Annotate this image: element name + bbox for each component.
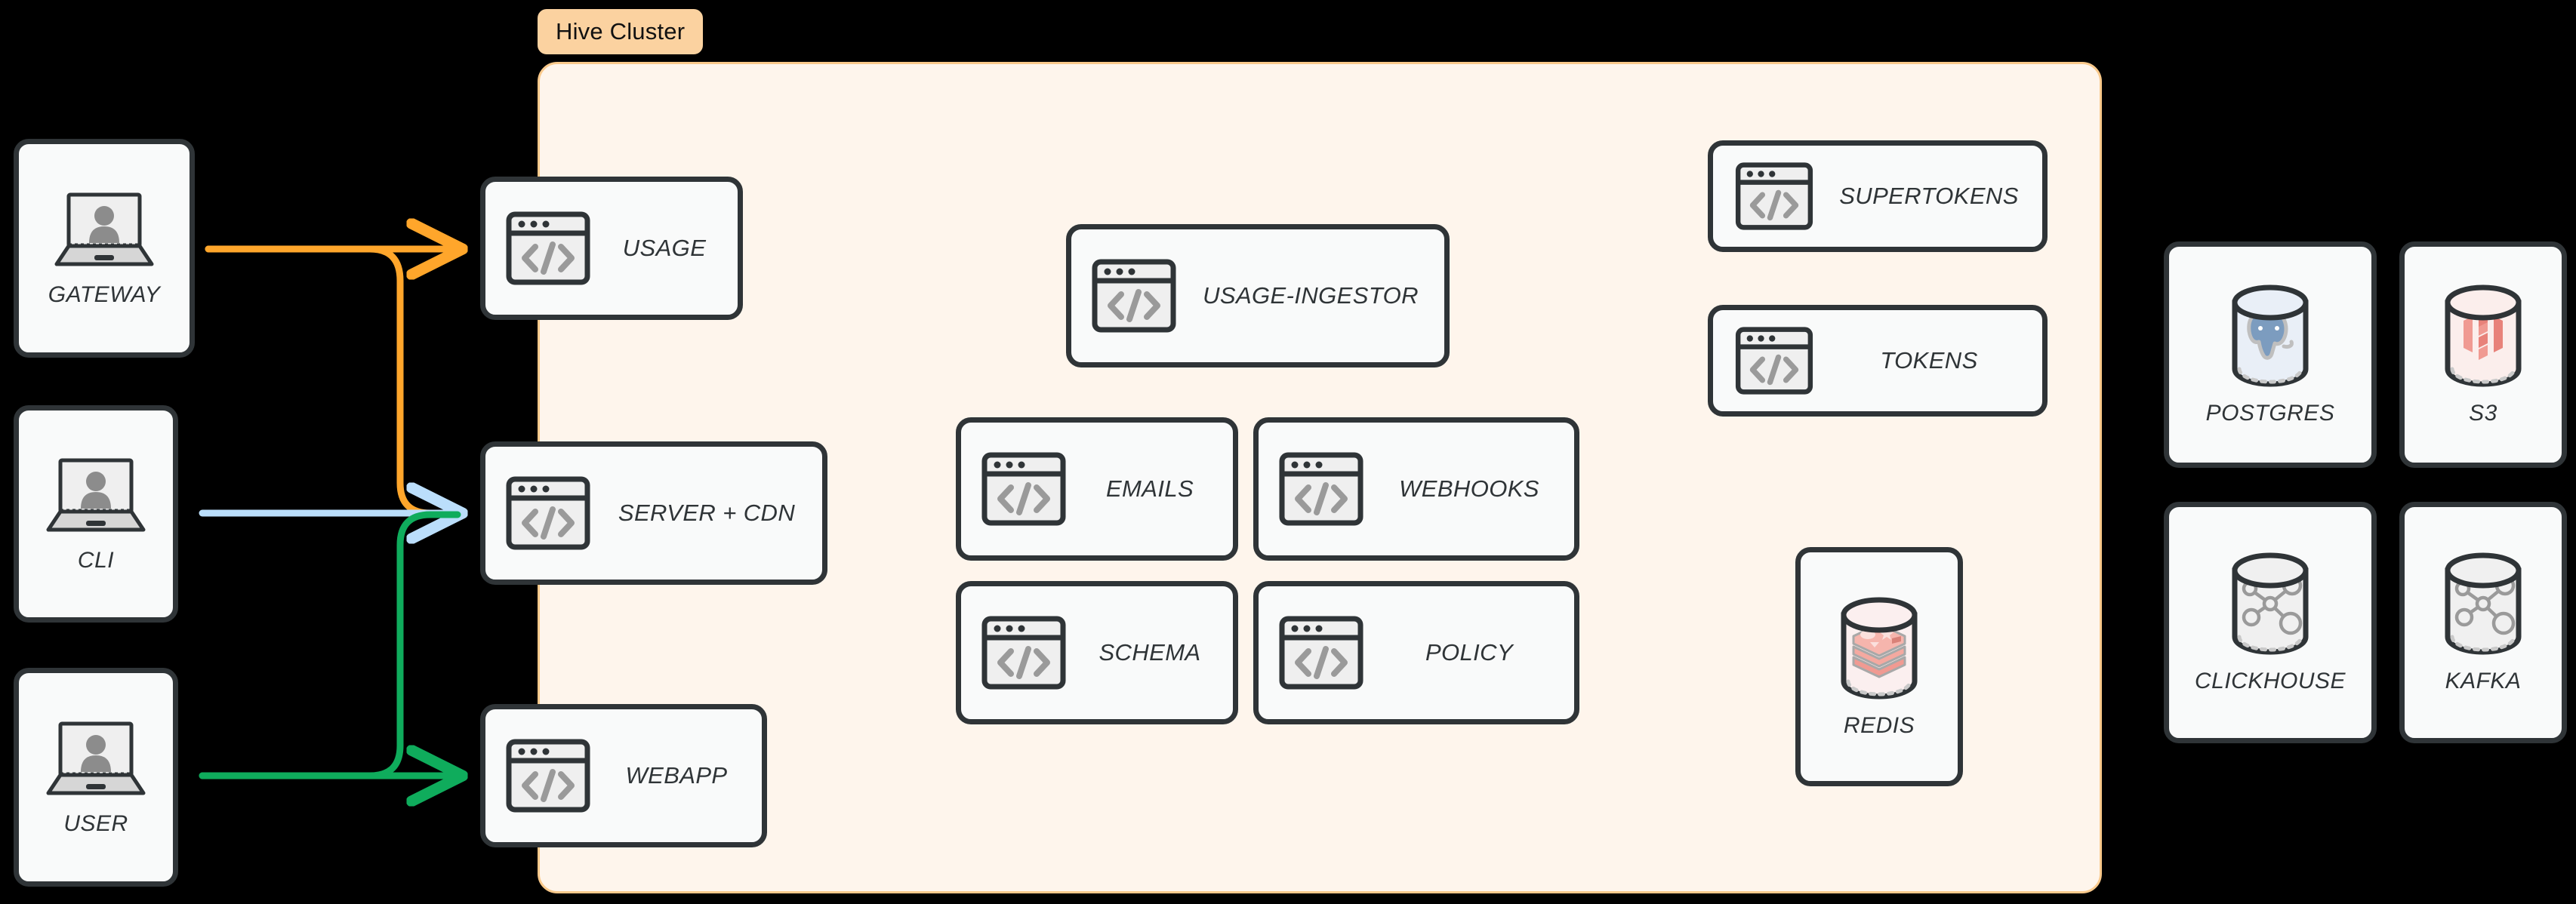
hive-cluster-badge: Hive Cluster <box>538 9 704 54</box>
node-gateway[interactable]: GATEWAY <box>14 139 195 358</box>
code-window-icon <box>505 211 591 286</box>
code-window-icon <box>981 451 1067 527</box>
node-clickhouse[interactable]: CLICKHOUSE <box>2164 502 2377 743</box>
laptop-user-icon <box>39 718 153 801</box>
node-s3[interactable]: S3 <box>2399 241 2567 468</box>
node-supertokens[interactable]: SUPERTOKENS <box>1708 140 2048 252</box>
code-window-icon <box>1733 161 1816 231</box>
node-redis-label: REDIS <box>1843 712 1915 738</box>
postgres-database-icon <box>2221 283 2319 390</box>
connector-user-server-cdn <box>199 511 461 779</box>
laptop-user-icon <box>39 454 153 537</box>
redis-database-icon <box>1830 595 1928 703</box>
node-s3-label: S3 <box>2469 401 2497 426</box>
code-window-icon <box>981 615 1067 690</box>
code-window-icon <box>1733 326 1816 395</box>
graph-database-icon <box>2434 551 2532 658</box>
node-user-label: USER <box>63 811 128 836</box>
node-webapp-label: WEBAPP <box>625 762 728 789</box>
node-schema[interactable]: SCHEMA <box>956 581 1238 724</box>
node-webapp[interactable]: WEBAPP <box>480 704 767 847</box>
node-kafka-label: KAFKA <box>2445 669 2522 693</box>
node-server-cdn-label: SERVER + CDN <box>618 500 796 526</box>
code-window-icon <box>1278 615 1364 690</box>
node-server-cdn[interactable]: SERVER + CDN <box>480 441 827 585</box>
node-webhooks[interactable]: WEBHOOKS <box>1253 417 1579 561</box>
node-usage-label: USAGE <box>622 235 707 261</box>
node-supertokens-label: SUPERTOKENS <box>1839 183 2019 209</box>
node-kafka[interactable]: KAFKA <box>2399 502 2567 743</box>
node-cli-label: CLI <box>77 548 115 573</box>
node-schema-label: SCHEMA <box>1098 639 1201 666</box>
hive-cluster-badge-label: Hive Cluster <box>556 18 686 45</box>
node-redis[interactable]: REDIS <box>1795 547 1963 786</box>
node-postgres-label: POSTGRES <box>2205 401 2335 426</box>
node-clickhouse-label: CLICKHOUSE <box>2194 669 2346 693</box>
node-usage-ingestor[interactable]: USAGE-INGESTOR <box>1066 224 1450 367</box>
node-emails[interactable]: EMAILS <box>956 417 1238 561</box>
laptop-user-icon <box>48 189 161 272</box>
node-tokens[interactable]: TOKENS <box>1708 305 2048 417</box>
s3-database-icon <box>2434 283 2532 390</box>
node-cli[interactable]: CLI <box>14 405 178 623</box>
node-user[interactable]: USER <box>14 668 178 887</box>
node-usage-ingestor-label: USAGE-INGESTOR <box>1203 282 1419 309</box>
code-window-icon <box>505 738 591 813</box>
code-window-icon <box>1091 258 1177 334</box>
connector-gateway-server-cdn <box>205 245 461 517</box>
node-policy[interactable]: POLICY <box>1253 581 1579 724</box>
node-webhooks-label: WEBHOOKS <box>1399 475 1539 502</box>
node-tokens-label: TOKENS <box>1880 347 1978 374</box>
node-usage[interactable]: USAGE <box>480 177 743 320</box>
node-gateway-label: GATEWAY <box>48 282 161 307</box>
node-postgres[interactable]: POSTGRES <box>2164 241 2377 468</box>
node-policy-label: POLICY <box>1425 639 1514 666</box>
code-window-icon <box>505 475 591 551</box>
node-emails-label: EMAILS <box>1105 475 1194 502</box>
graph-database-icon <box>2221 551 2319 658</box>
code-window-icon <box>1278 451 1364 527</box>
